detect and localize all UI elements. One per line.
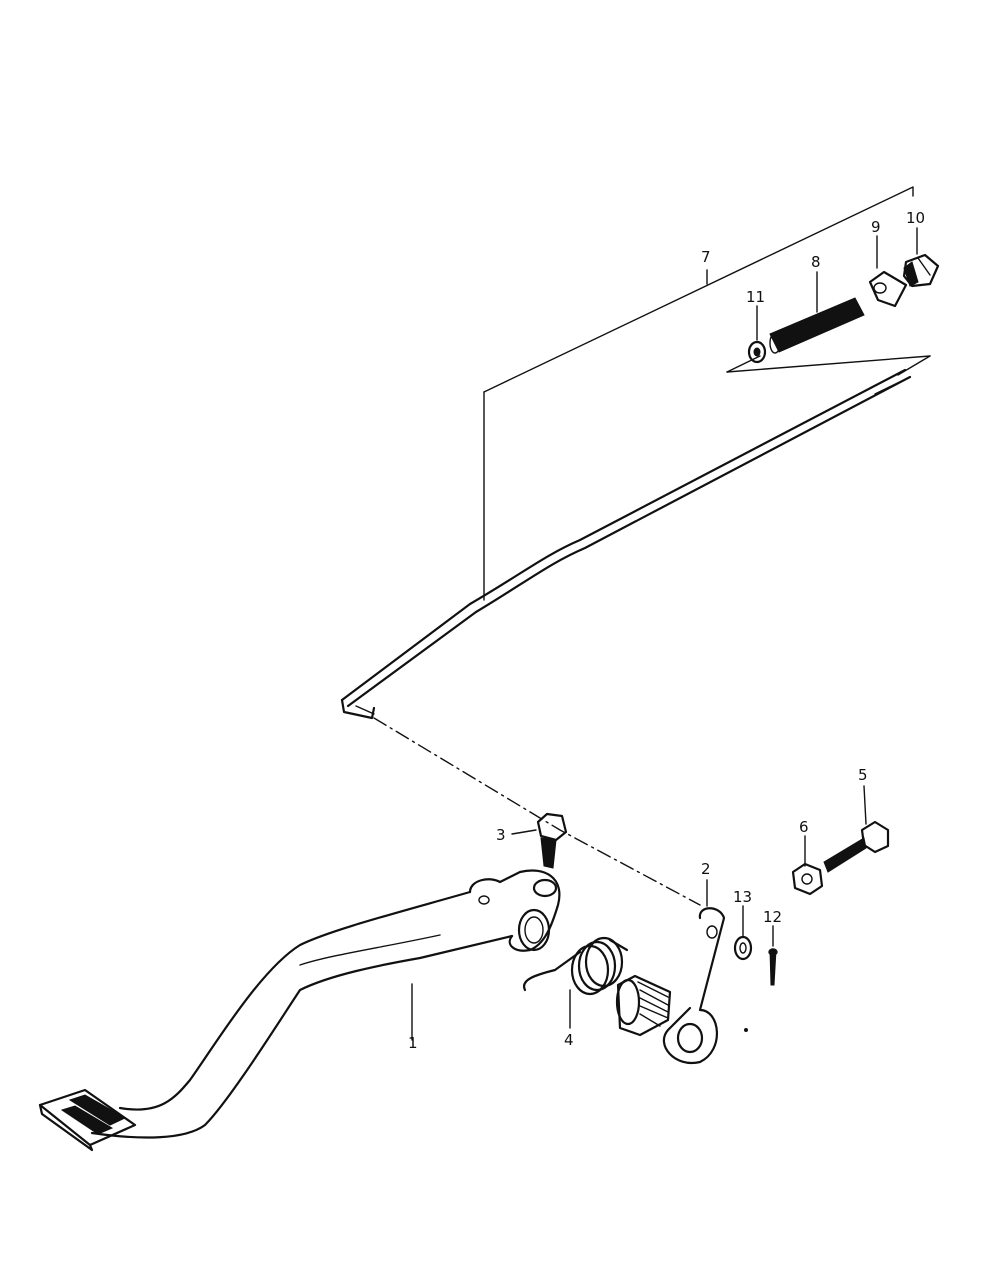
adjusting-spring	[769, 297, 865, 354]
leader-lines	[411, 227, 918, 1041]
callout-11: 11	[746, 288, 765, 306]
callout-6: 6	[799, 818, 809, 836]
bolt-3	[536, 812, 568, 869]
callout-2: 2	[701, 860, 711, 878]
callout-10: 10	[906, 209, 925, 227]
bolt-5	[823, 820, 890, 873]
callout-labels: 7 8 11 9 10 3 5 6 2 13 12 1 4	[408, 209, 925, 1052]
return-spring	[522, 936, 629, 996]
callout-13: 13	[733, 888, 752, 906]
callout-5: 5	[858, 766, 868, 784]
callout-3: 3	[496, 826, 506, 844]
rod-assembly-bracket	[483, 186, 914, 601]
callout-12: 12	[763, 908, 782, 926]
brake-pedal	[38, 869, 561, 1152]
brake-rod	[340, 368, 912, 720]
callout-4: 4	[564, 1031, 574, 1049]
joint-collar-9	[868, 270, 908, 308]
nut-6	[791, 862, 824, 896]
washer-11	[747, 340, 767, 364]
washer-13	[733, 935, 753, 961]
assembly-centerline	[373, 717, 701, 906]
callout-7: 7	[701, 248, 711, 266]
adjusting-nut-10	[902, 253, 940, 288]
callout-8: 8	[811, 253, 821, 271]
brake-cam-lever	[615, 907, 726, 1065]
stray-dot	[744, 1028, 748, 1032]
cotter-pin-12	[768, 948, 778, 986]
callout-1: 1	[408, 1034, 418, 1052]
callout-9: 9	[871, 218, 881, 236]
